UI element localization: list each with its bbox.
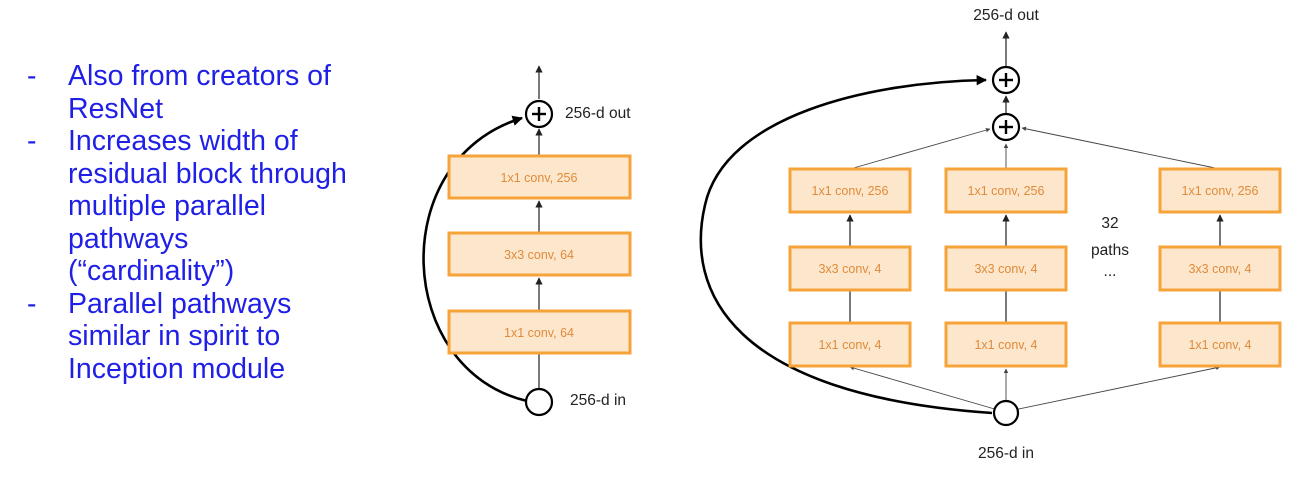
conv-box: 3x3 conv, 4 bbox=[944, 245, 1068, 292]
bullet-line: pathways bbox=[68, 222, 189, 255]
skip-connection bbox=[699, 74, 993, 415]
bullet-line: Inception module bbox=[68, 352, 286, 385]
bullet-line: Increases width of bbox=[68, 125, 298, 157]
bullet-line: residual block through bbox=[68, 157, 347, 190]
resnext-block: 1x1 conv, 256 3x3 conv, 4 1x1 conv, 4 1x… bbox=[699, 7, 1282, 462]
conv-label: 1x1 conv, 4 bbox=[974, 338, 1037, 352]
conv-box: 1x1 conv, 4 bbox=[788, 321, 912, 368]
bullet-dash: - bbox=[27, 125, 37, 157]
conv-box: 3x3 conv, 4 bbox=[1158, 245, 1282, 292]
conv-label: 1x1 conv, 4 bbox=[1188, 338, 1251, 352]
input-label: 256-d in bbox=[570, 392, 626, 409]
bullet-item: - Also from creators of ResNet bbox=[0, 60, 420, 125]
conv-label: 1x1 conv, 256 bbox=[501, 171, 578, 185]
conv-label: 3x3 conv, 4 bbox=[818, 262, 881, 276]
conv-box: 1x1 conv, 256 bbox=[1158, 167, 1282, 214]
conv-label: 1x1 conv, 4 bbox=[818, 338, 881, 352]
add-node bbox=[524, 99, 554, 129]
input-node bbox=[992, 399, 1020, 427]
bullet-item: - Increases width of residual block thro… bbox=[0, 125, 420, 288]
paths-ellipsis: ... bbox=[1104, 263, 1117, 280]
conv-label: 3x3 conv, 4 bbox=[1188, 262, 1251, 276]
conv-box: 3x3 conv, 4 bbox=[788, 245, 912, 292]
bullet-line: ResNet bbox=[68, 92, 164, 125]
output-label: 256-d out bbox=[973, 7, 1039, 24]
fanout-arrow bbox=[1013, 365, 1221, 411]
conv-label: 3x3 conv, 4 bbox=[974, 262, 1037, 276]
paths-count: 32 bbox=[1101, 215, 1118, 232]
bullet-line: similar in spirit to bbox=[68, 320, 281, 352]
bullet-dash: - bbox=[27, 60, 37, 92]
conv-box: 1x1 conv, 256 bbox=[447, 154, 632, 200]
bullet-line: multiple parallel bbox=[68, 190, 267, 222]
input-node bbox=[524, 387, 554, 417]
conv-box: 1x1 conv, 256 bbox=[944, 167, 1068, 214]
bullet-item: - Parallel pathways similar in spirit to… bbox=[0, 288, 420, 386]
bullet-list: - Also from creators of ResNet - Increas… bbox=[0, 60, 420, 385]
conv-label: 3x3 conv, 64 bbox=[504, 248, 574, 262]
fanout-arrow bbox=[849, 365, 999, 411]
conv-box: 1x1 conv, 256 bbox=[788, 167, 912, 214]
residual-add-node bbox=[991, 65, 1021, 95]
skip-connection bbox=[422, 115, 528, 403]
bullet-dash: - bbox=[27, 287, 37, 320]
conv-label: 1x1 conv, 256 bbox=[968, 184, 1045, 198]
aggregate-add-node bbox=[991, 112, 1021, 142]
conv-box: 1x1 conv, 64 bbox=[447, 309, 632, 355]
conv-box: 1x1 conv, 4 bbox=[944, 321, 1068, 368]
conv-label: 1x1 conv, 64 bbox=[504, 326, 574, 340]
merge-arrow bbox=[1021, 126, 1221, 170]
bullet-line: Parallel pathways bbox=[68, 287, 292, 320]
bullet-line: Also from creators of bbox=[68, 60, 331, 92]
merge-arrow bbox=[849, 127, 991, 170]
input-label: 256-d in bbox=[978, 445, 1034, 462]
bullet-line: (“cardinality”) bbox=[68, 255, 235, 287]
conv-label: 1x1 conv, 256 bbox=[1182, 184, 1259, 198]
paths-label: paths bbox=[1091, 242, 1129, 259]
conv-label: 1x1 conv, 256 bbox=[812, 184, 889, 198]
output-label: 256-d out bbox=[565, 105, 631, 122]
conv-box: 1x1 conv, 4 bbox=[1158, 321, 1282, 368]
conv-box: 3x3 conv, 64 bbox=[447, 231, 632, 277]
resnet-block: 1x1 conv, 256 3x3 conv, 64 1x1 conv, 64 … bbox=[422, 65, 632, 417]
